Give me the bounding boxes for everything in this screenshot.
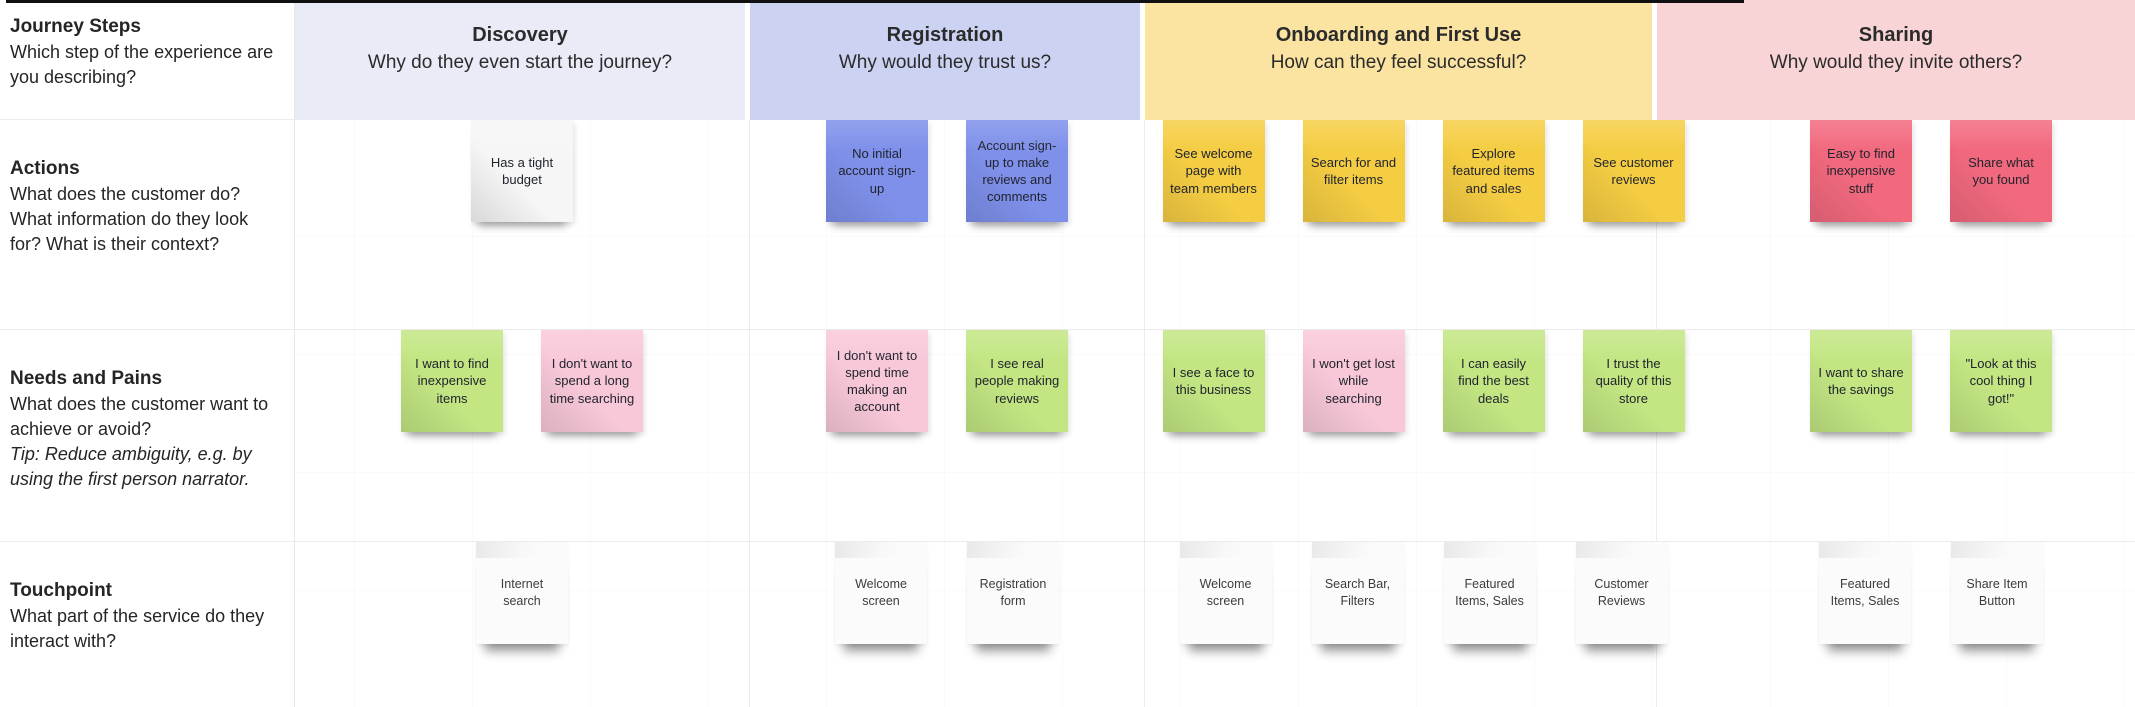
sticky-note[interactable]: I don't want to spend a long time search… [541, 330, 643, 432]
sticky-note[interactable]: I see a face to this business [1162, 330, 1265, 432]
row-description: What part of the service do they interac… [10, 606, 265, 651]
sticky-note[interactable]: I see real people making reviews [966, 330, 1068, 432]
cell-actions-discovery: Has a tight budget [295, 120, 750, 330]
column-subtitle: How can they feel successful? [1270, 52, 1527, 73]
sticky-note[interactable]: "Look at this cool thing I got!" [1950, 330, 2052, 432]
sticky-note[interactable]: I want to find inexpensive items [401, 330, 503, 432]
paper-card[interactable]: Welcome screen [835, 542, 927, 644]
row-description: Which step of the experience are you des… [10, 42, 274, 87]
paper-card[interactable]: Share Item Button [1951, 542, 2043, 644]
paper-card[interactable]: Registration form [967, 542, 1059, 644]
cell-actions-sharing: Easy to find inexpensive stuff Share wha… [1657, 120, 2135, 330]
column-subtitle: Why would they trust us? [838, 52, 1052, 73]
column-title: Sharing [1858, 24, 1934, 46]
cell-needs-registration: I don't want to spend time making an acc… [750, 330, 1145, 542]
row-description: What does the customer do? What informat… [10, 184, 249, 254]
cell-touchpoint-discovery: Internet search [295, 542, 750, 707]
sticky-note[interactable]: Explore featured items and sales [1442, 120, 1545, 222]
column-title: Onboarding and First Use [1275, 24, 1522, 46]
sticky-note[interactable]: Account sign-up to make reviews and comm… [966, 120, 1068, 222]
paper-card[interactable]: Welcome screen [1179, 542, 1272, 644]
row-header-touchpoint[interactable]: Touchpoint What part of the service do t… [0, 542, 295, 707]
paper-card[interactable]: Search Bar, Filters [1311, 542, 1404, 644]
cell-needs-discovery: I want to find inexpensive items I don't… [295, 330, 750, 542]
sticky-note[interactable]: See customer reviews [1582, 120, 1685, 222]
column-title: Registration [886, 24, 1004, 46]
cell-touchpoint-onboarding: Welcome screen Search Bar, Filters Featu… [1145, 542, 1668, 707]
row-header-actions[interactable]: Actions What does the customer do? What … [0, 120, 295, 330]
row-title: Journey Steps [10, 16, 141, 37]
cell-touchpoint-registration: Welcome screen Registration form [750, 542, 1145, 707]
row-header-needs-and-pains[interactable]: Needs and Pains What does the customer w… [0, 330, 295, 542]
paper-card[interactable]: Featured Items, Sales [1443, 542, 1536, 644]
sticky-note[interactable]: Has a tight budget [471, 120, 573, 222]
row-title: Touchpoint [10, 580, 113, 601]
sticky-note[interactable]: I trust the quality of this store [1582, 330, 1685, 432]
sticky-note[interactable]: I can easily find the best deals [1442, 330, 1545, 432]
row-title: Needs and Pains [10, 368, 163, 389]
column-header-sharing[interactable]: Sharing Why would they invite others? [1657, 0, 2135, 120]
cell-actions-registration: No initial account sign-up Account sign-… [750, 120, 1145, 330]
cell-actions-onboarding: See welcome page with team members Searc… [1145, 120, 1685, 330]
sticky-note[interactable]: No initial account sign-up [826, 120, 928, 222]
sticky-note[interactable]: Easy to find inexpensive stuff [1810, 120, 1912, 222]
sticky-note[interactable]: Search for and filter items [1302, 120, 1405, 222]
row-header-journey-steps[interactable]: Journey Steps Which step of the experien… [0, 0, 295, 120]
paper-card[interactable]: Internet search [476, 542, 568, 644]
row-description: What does the customer want to achieve o… [10, 394, 269, 439]
paper-card[interactable]: Customer Reviews [1575, 542, 1668, 644]
column-header-discovery[interactable]: Discovery Why do they even start the jou… [295, 0, 750, 120]
sticky-note[interactable]: Share what you found [1950, 120, 2052, 222]
row-title: Actions [10, 158, 80, 179]
sticky-note[interactable]: I want to share the savings [1810, 330, 1912, 432]
cell-touchpoint-sharing: Featured Items, Sales Share Item Button [1657, 542, 2135, 707]
row-tip: Tip: Reduce ambiguity, e.g. by using the… [10, 444, 252, 489]
column-title: Discovery [472, 24, 568, 46]
column-subtitle: Why would they invite others? [1769, 52, 2023, 73]
column-header-onboarding[interactable]: Onboarding and First Use How can they fe… [1145, 0, 1657, 120]
frame-edge [6, 0, 1744, 3]
sticky-note[interactable]: I don't want to spend time making an acc… [826, 330, 928, 432]
sticky-note[interactable]: I won't get lost while searching [1302, 330, 1405, 432]
paper-card[interactable]: Featured Items, Sales [1819, 542, 1911, 644]
cell-needs-sharing: I want to share the savings "Look at thi… [1657, 330, 2135, 542]
column-header-registration[interactable]: Registration Why would they trust us? [750, 0, 1145, 120]
column-subtitle: Why do they even start the journey? [367, 52, 673, 73]
cell-needs-onboarding: I see a face to this business I won't ge… [1145, 330, 1685, 542]
sticky-note[interactable]: See welcome page with team members [1162, 120, 1265, 222]
